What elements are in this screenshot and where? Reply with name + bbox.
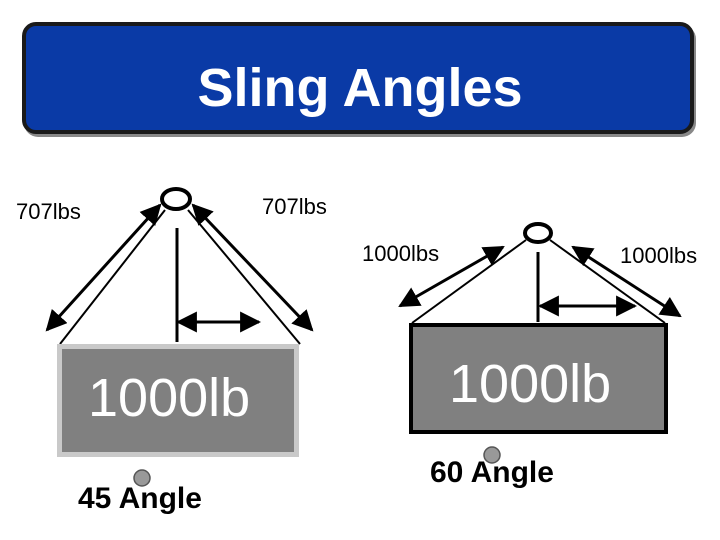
right-rig-angle-dot: [483, 446, 501, 464]
left-load-box: 1000lb: [57, 344, 299, 457]
left-rig-right-sling-label: 707lbs: [262, 194, 327, 219]
left-angle-label: 45 Angle: [78, 482, 202, 515]
right-rig-right-sling-label: 1000lbs: [620, 243, 698, 268]
right-rig-left-sling: [411, 239, 527, 324]
right-rig-left-sling-arrow: [398, 245, 505, 308]
left-load-label: 1000lb: [88, 368, 251, 428]
left-rig-right-sling: [187, 209, 301, 345]
left-rig-left-sling: [59, 209, 166, 345]
left-rig-left-sling-label: 707lbs: [16, 199, 81, 224]
left-rig-right-sling-arrow: [191, 203, 314, 332]
right-rig-right-sling-arrow: [571, 245, 682, 318]
left-rig-left-sling-arrow: [45, 203, 162, 332]
page-title: Sling Angles: [197, 58, 523, 118]
right-load-label: 1000lb: [449, 354, 612, 414]
right-load-box: 1000lb: [409, 323, 668, 434]
right-rig-left-sling-label: 1000lbs: [362, 241, 440, 266]
right-rig-hook-ring: [523, 222, 553, 244]
right-angle-label: 60 Angle: [430, 456, 554, 489]
left-rig-angle-dot: [133, 469, 151, 487]
left-rig-hook-ring: [160, 187, 192, 211]
right-rig: [398, 222, 682, 464]
left-rig: [45, 187, 314, 487]
title-banner: [22, 22, 694, 134]
right-rig-right-sling: [549, 239, 666, 324]
